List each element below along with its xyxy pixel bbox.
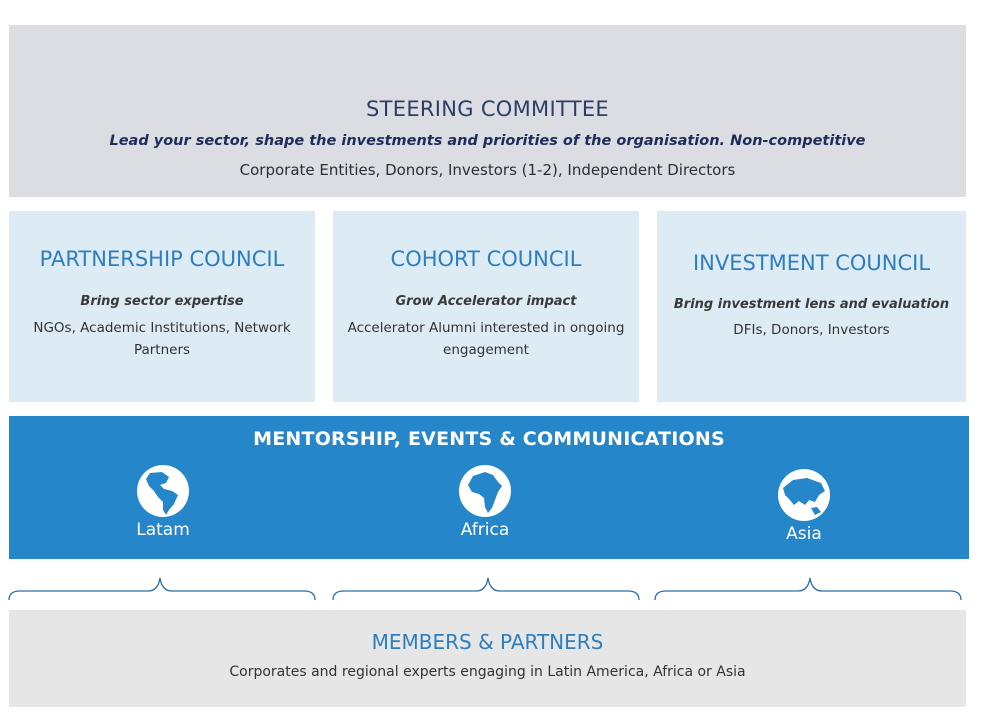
brace-africa [332, 577, 640, 601]
investment-council-title: INVESTMENT COUNCIL [692, 251, 931, 275]
globe-africa-icon [459, 465, 511, 517]
cohort-council-members: Accelerator Alumni interested in ongoing… [347, 320, 625, 358]
region-asia: Asia [744, 468, 864, 544]
region-africa: Africa [425, 464, 545, 540]
cohort-council-box: COHORT COUNCIL Grow Accelerator impact A… [333, 211, 639, 402]
investment-council-tagline: Bring investment lens and evaluation [673, 297, 950, 312]
steering-committee-box: STEERING COMMITTEE Lead your sector, sha… [9, 25, 966, 197]
region-latam: Latam [103, 464, 223, 540]
globe-americas-icon [137, 465, 189, 517]
partnership-council-title: PARTNERSHIP COUNCIL [39, 247, 285, 271]
partnership-council-members: NGOs, Academic Institutions, Network Par… [33, 320, 291, 358]
cohort-council-tagline: Grow Accelerator impact [395, 294, 577, 309]
members-partners-title: MEMBERS & PARTNERS [371, 630, 604, 654]
steering-committee-tagline: Lead your sector, shape the investments … [109, 133, 866, 149]
investment-council-members: DFIs, Donors, Investors [733, 322, 890, 338]
mentorship-box: MENTORSHIP, EVENTS & COMMUNICATIONS Lata… [9, 416, 969, 559]
region-asia-label: Asia [786, 524, 822, 544]
brace-latam [8, 577, 316, 601]
partnership-council-box: PARTNERSHIP COUNCIL Bring sector experti… [9, 211, 315, 402]
steering-committee-members: Corporate Entities, Donors, Investors (1… [239, 161, 736, 179]
members-partners-box: MEMBERS & PARTNERS Corporates and region… [9, 610, 966, 707]
brace-asia [654, 577, 962, 601]
partnership-council-tagline: Bring sector expertise [80, 294, 244, 309]
cohort-council-title: COHORT COUNCIL [390, 247, 582, 271]
globe-asia-icon [778, 469, 830, 521]
members-partners-description: Corporates and regional experts engaging… [229, 664, 746, 680]
region-africa-label: Africa [460, 520, 510, 540]
steering-committee-title: STEERING COMMITTEE [366, 97, 609, 121]
region-latam-label: Latam [136, 520, 190, 540]
region-braces [8, 577, 962, 601]
mentorship-title: MENTORSHIP, EVENTS & COMMUNICATIONS [253, 428, 725, 450]
investment-council-box: INVESTMENT COUNCIL Bring investment lens… [657, 211, 966, 402]
